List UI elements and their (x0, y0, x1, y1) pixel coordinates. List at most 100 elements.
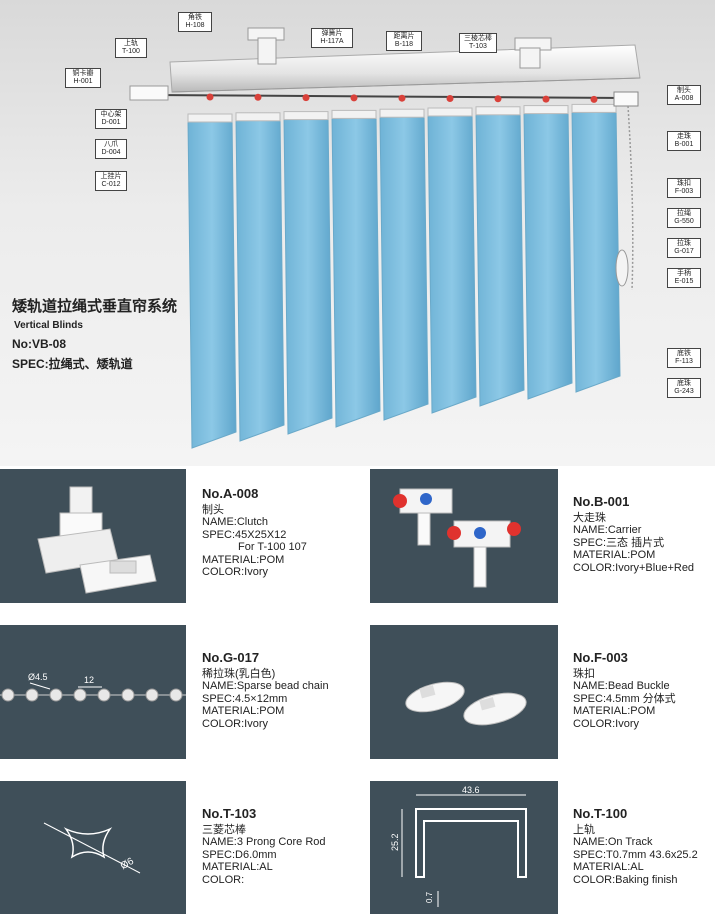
product-image-a008 (0, 469, 186, 603)
clutch-icon (613, 91, 639, 107)
core-rod-part-icon: Ø6 (43, 822, 141, 874)
product-material: MATERIAL:AL (573, 861, 644, 873)
bracket-left-icon (247, 27, 285, 65)
vane (427, 111, 477, 414)
label-code: G-550 (674, 218, 694, 225)
vane (331, 113, 381, 428)
bead (1, 688, 15, 702)
vane (379, 112, 429, 421)
label-code: D-004 (101, 149, 121, 156)
vane (523, 109, 573, 400)
product-no: No.B-001 (573, 494, 630, 509)
label-zh: 铜卡瓣 (72, 70, 94, 77)
label-code: H-108 (185, 22, 205, 29)
bead (97, 688, 111, 702)
label-code: F-003 (674, 188, 694, 195)
bead (169, 688, 183, 702)
label-code: C-012 (101, 181, 121, 188)
label-code: B-118 (394, 41, 414, 48)
product-image-t100: 43.6 25.2 0.7 (370, 781, 558, 914)
carrier-bead (542, 95, 550, 103)
product-material: MATERIAL:AL (202, 861, 273, 873)
product-color: COLOR:Ivory+Blue+Red (573, 561, 695, 574)
product-material: MATERIAL:POM (202, 705, 285, 717)
product-info-g017: No.G-017 稀拉珠(乳白色) NAME:Sparse bead chain… (202, 650, 352, 730)
label-zh: 中心架 (100, 111, 122, 118)
dim-diameter: Ø4.5 (28, 672, 48, 682)
label-code: D-001 (101, 119, 121, 126)
label-zh: 底珠 (677, 380, 691, 387)
product-material: MATERIAL:POM (202, 553, 285, 566)
product-no: No.G-017 (202, 650, 260, 665)
vane-hanger (283, 111, 329, 121)
product-color: COLOR:Baking finish (573, 873, 678, 886)
dim-width: 43.6 (462, 785, 480, 795)
bead-buckle-part-icon (405, 681, 527, 726)
vane (283, 115, 333, 435)
label-zh: 拉珠 (677, 240, 691, 247)
dim-pitch: 12 (84, 675, 94, 685)
bead (121, 688, 135, 702)
carrier-bead (206, 93, 214, 101)
bead (145, 688, 159, 702)
vane-hanger (187, 113, 233, 123)
label-zh: 制头 (677, 87, 691, 94)
product-image-f003 (370, 625, 558, 759)
vane-hanger (331, 109, 377, 119)
product-name: NAME:Carrier (573, 524, 642, 536)
track-profile-part-icon: 43.6 25.2 0.7 (390, 785, 527, 907)
label-code: B-001 (674, 141, 694, 148)
label-code: G-243 (674, 388, 694, 395)
product-info-a008: No.A-008 制头 NAME:Clutch SPEC:45X25X12 Fo… (202, 487, 352, 579)
carrier-bead (254, 93, 262, 101)
hero-spec: SPEC:拉绳式、矮轨道 (12, 357, 133, 371)
product-info-f003: No.F-003 珠扣 NAME:Bead Buckle SPEC:4.5mm … (573, 650, 715, 730)
product-image-t103: Ø6 (0, 781, 186, 914)
product-image-g017: Ø4.5 12 (0, 625, 186, 759)
product-no: No.F-003 (573, 650, 628, 665)
vane-hanger (523, 105, 569, 115)
product-zh: 三菱芯棒 (202, 823, 246, 836)
bead (25, 688, 39, 702)
product-spec: SPEC:45X25X12 (202, 528, 287, 541)
product-zh: 稀拉珠(乳白色) (202, 667, 276, 680)
end-cap-icon (129, 85, 169, 101)
product-color: COLOR:Ivory (573, 717, 640, 730)
vane-hanger (235, 112, 281, 122)
label-code: H-117A (320, 38, 344, 45)
label-zh: 上挂片 (100, 173, 122, 180)
product-material: MATERIAL:POM (573, 549, 656, 561)
carrier-bead (350, 94, 358, 102)
carrier-bead (398, 94, 406, 102)
hero-title-zh: 矮轨道拉绳式垂直帘系统 (12, 298, 178, 315)
carrier-bead (494, 95, 502, 103)
label-zh: 距离片 (393, 33, 415, 40)
product-name: NAME:Bead Buckle (573, 680, 670, 692)
vane (475, 110, 525, 407)
vertical-blinds-illustration (129, 27, 641, 449)
cord-handle-icon (615, 249, 629, 287)
product-info-t100: No.T-100 上轨 NAME:On Track SPEC:T0.7mm 43… (573, 807, 715, 886)
pull-cord (627, 105, 634, 291)
product-spec: SPEC:D6.0mm (202, 848, 277, 861)
product-zh: 制头 (202, 503, 224, 516)
vane (571, 107, 621, 393)
label-zh: 角铁 (188, 14, 202, 21)
label-zh: 手柄 (677, 270, 691, 277)
vane-hanger (427, 107, 473, 117)
product-name: NAME:Sparse bead chain (202, 680, 329, 692)
dim-thickness: 0.7 (425, 891, 434, 903)
vane (235, 116, 285, 442)
bead (73, 688, 87, 702)
label-zh: 走珠 (677, 133, 691, 140)
vanes (187, 93, 621, 449)
